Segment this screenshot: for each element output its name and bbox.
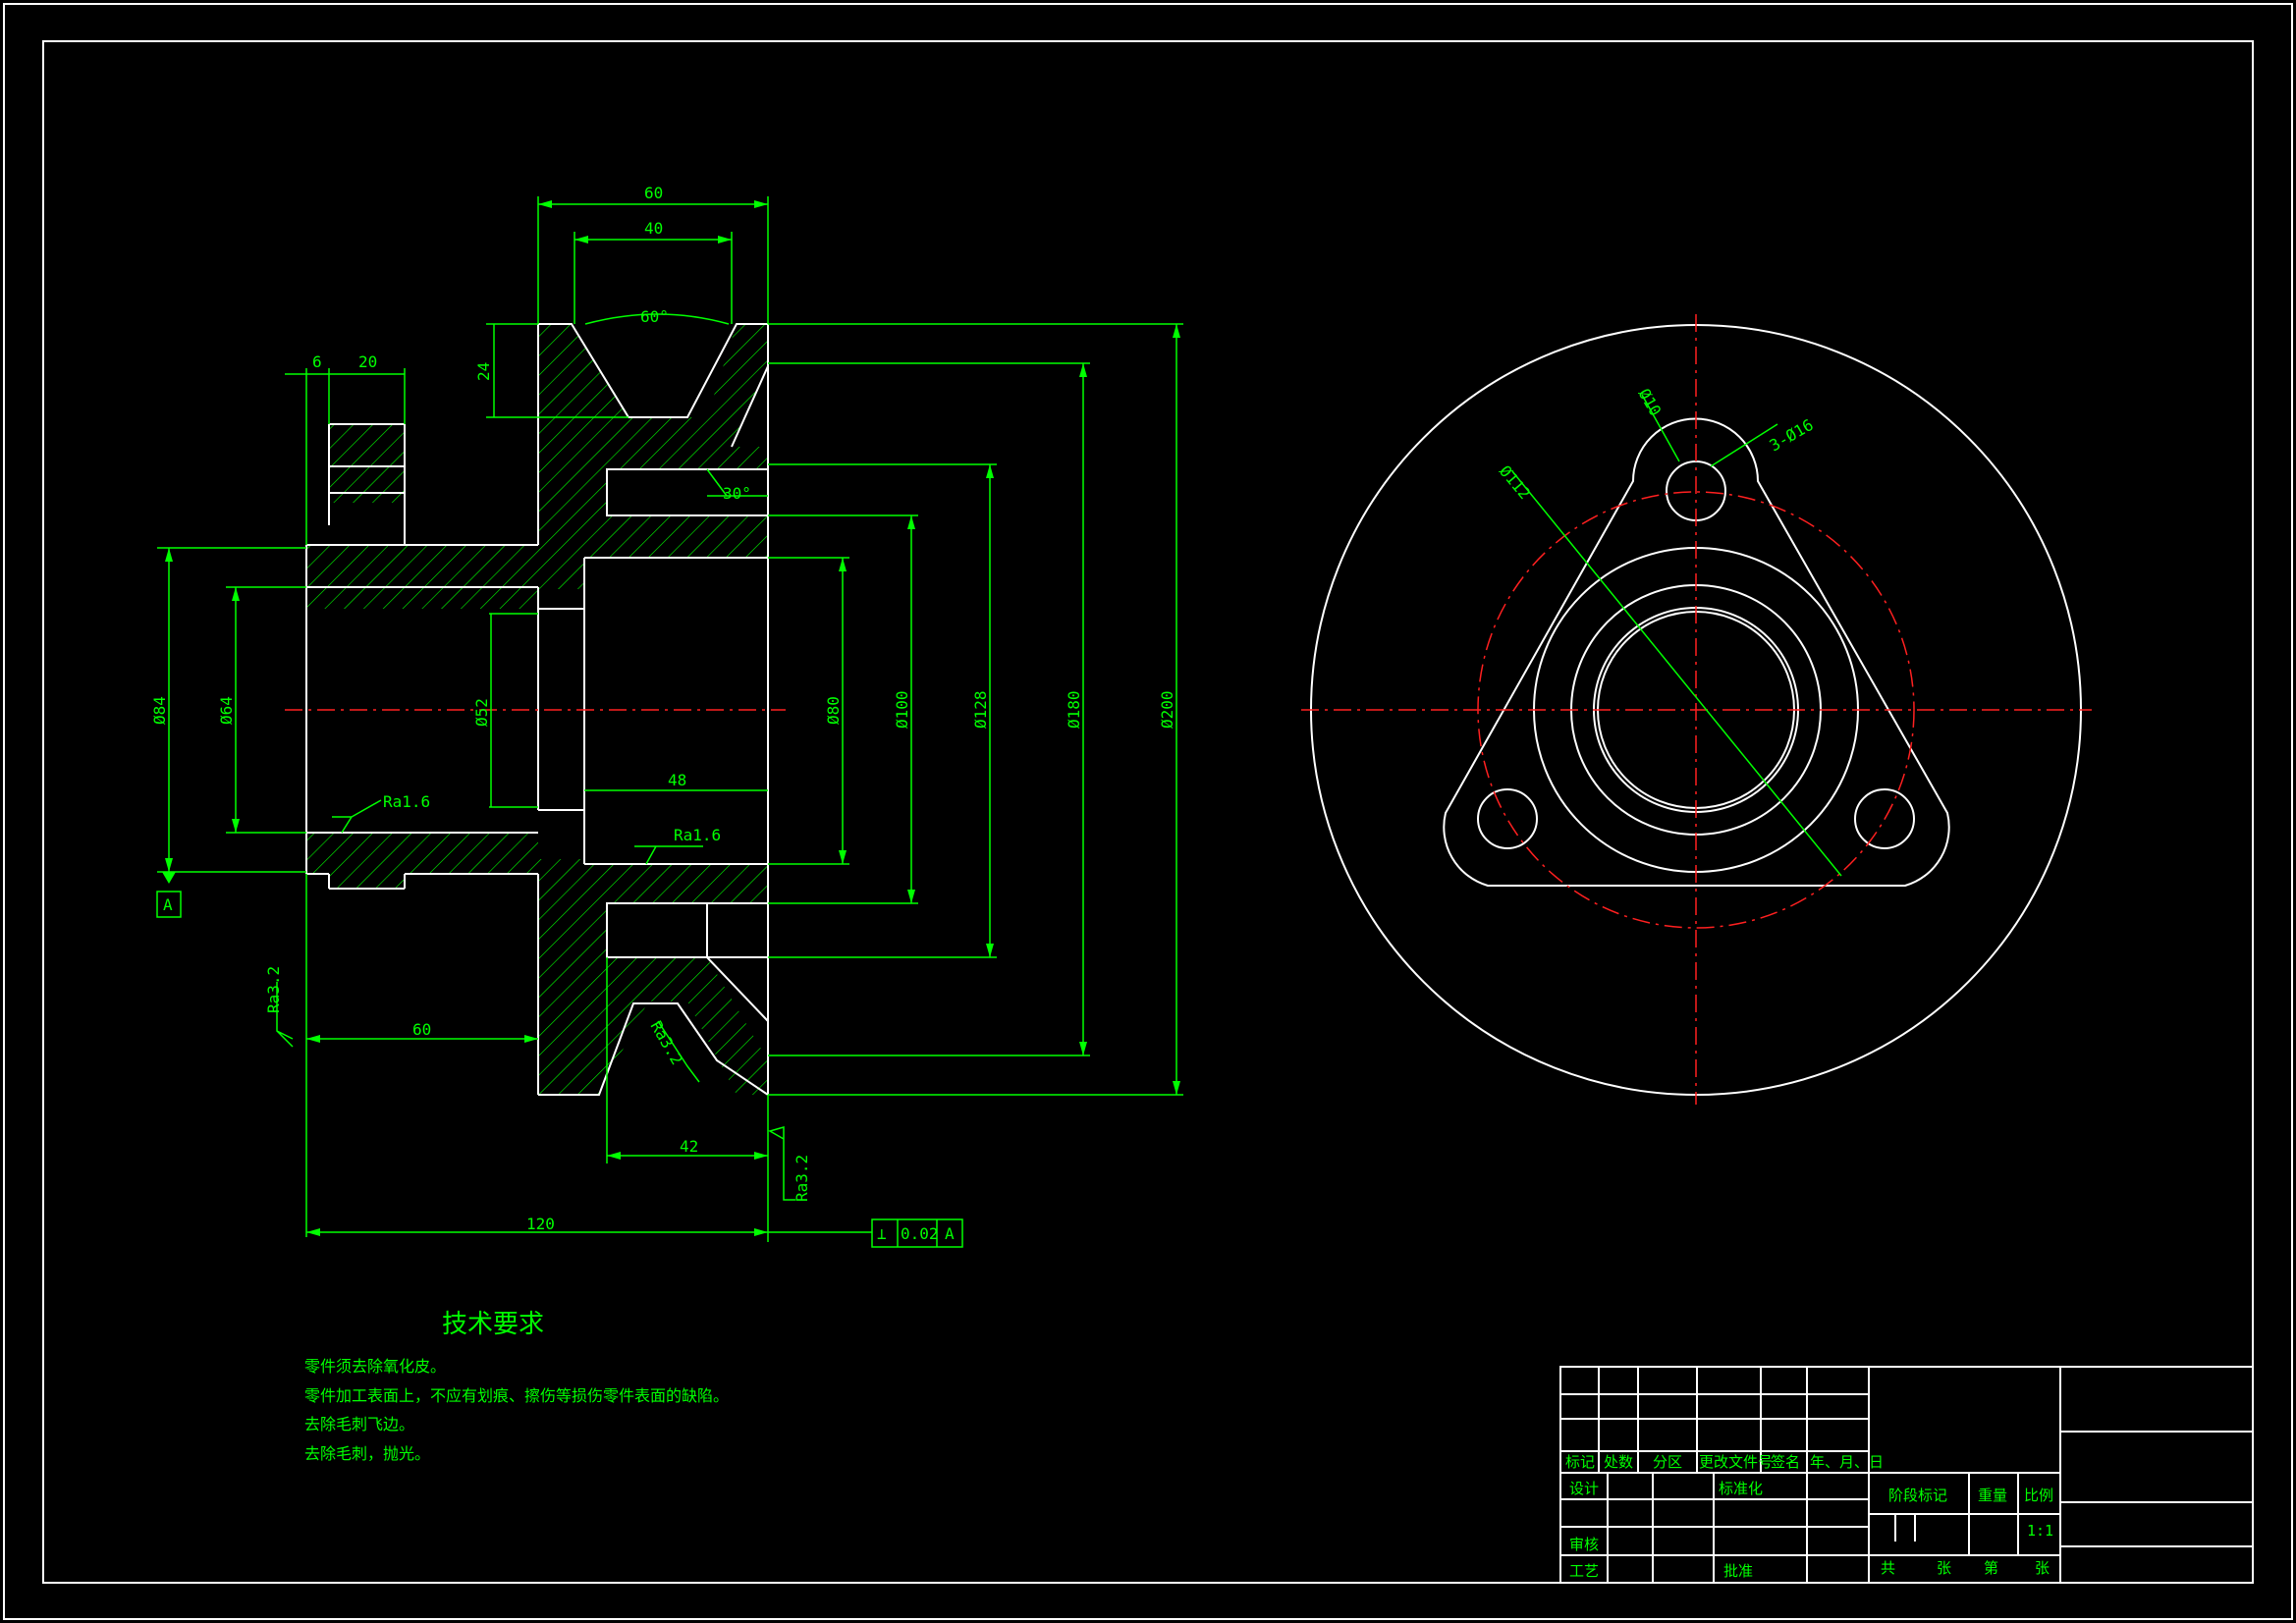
tb-weight: 重量 xyxy=(1978,1487,2007,1504)
dim-phi10: Ø10 xyxy=(1635,386,1666,420)
dimension-arrows xyxy=(162,200,1180,1236)
dim-phi200: Ø200 xyxy=(1158,690,1176,729)
dim-42: 42 xyxy=(680,1137,698,1156)
tech-line-3: 去除毛刺飞边。 xyxy=(304,1415,414,1434)
datum-box xyxy=(156,891,182,918)
tb-scale-value: 1:1 xyxy=(2027,1522,2053,1540)
dim-40: 40 xyxy=(644,219,663,238)
tb-signature: 签名 xyxy=(1771,1453,1800,1471)
title-block: 标记 处数 分区 更改文件号 签名 年、月、日 设计 标准化 审核 工艺 批准 … xyxy=(1559,1366,2254,1584)
dim-6: 6 xyxy=(312,352,322,371)
dim-24: 24 xyxy=(474,362,493,381)
dim-3-holes: 3-Ø16 xyxy=(1767,415,1817,456)
part-outline xyxy=(305,323,769,1096)
outer-border xyxy=(3,3,2293,1620)
tb-count: 处数 xyxy=(1604,1453,1633,1471)
inner-frame xyxy=(42,40,2254,1584)
dim-phi100: Ø100 xyxy=(893,690,911,729)
bolt-hole-right xyxy=(1854,788,1915,849)
dim-48: 48 xyxy=(668,771,686,789)
dim-angle-30: 30° xyxy=(723,484,751,503)
dim-120: 120 xyxy=(526,1215,555,1233)
dim-phi84: Ø84 xyxy=(150,696,169,725)
flange-triangle xyxy=(1443,417,1950,887)
tb-review: 审核 xyxy=(1569,1536,1599,1553)
tb-approve: 批准 xyxy=(1723,1562,1753,1580)
bolt-hole-left xyxy=(1477,788,1538,849)
section-hatching xyxy=(306,324,768,1095)
dim-phi80: Ø80 xyxy=(824,696,843,725)
front-leaders xyxy=(1511,394,1842,877)
tech-line-1: 零件须去除氧化皮。 xyxy=(304,1357,446,1376)
tb-sheets-2: 张 xyxy=(2035,1559,2050,1577)
dimension-lines xyxy=(157,196,1183,1242)
dim-phi180: Ø180 xyxy=(1065,690,1083,729)
tb-standardization: 标准化 xyxy=(1719,1480,1763,1497)
dim-60-bottom: 60 xyxy=(412,1020,431,1039)
roughness-ra32-right: Ra3.2 xyxy=(793,1155,811,1202)
dim-angle-60: 60° xyxy=(640,307,669,326)
tb-stage-mark: 阶段标记 xyxy=(1888,1487,1947,1504)
tb-date: 年、月、日 xyxy=(1810,1453,1884,1471)
front-view: Ø10 3-Ø16 Ø112 xyxy=(1301,314,2092,1105)
roughness-ra32-groove: Ra3.2 xyxy=(647,1018,687,1068)
tolerance-value: 0.02 xyxy=(901,1224,939,1243)
tech-title: 技术要求 xyxy=(442,1310,544,1339)
roughness-ra16-bore: Ra1.6 xyxy=(383,792,430,811)
dim-60-top: 60 xyxy=(644,184,663,202)
section-view: 60 40 60° 24 6 20 30° Ø84 Ø64 Ø52 Ø80 Ø1… xyxy=(150,184,1183,1248)
tb-nth: 第 xyxy=(1984,1559,1998,1577)
dim-phi112: Ø112 xyxy=(1496,461,1534,503)
tech-line-4: 去除毛刺，抛光。 xyxy=(304,1444,430,1463)
roughness-ra16-inner: Ra1.6 xyxy=(674,826,721,844)
tb-scale-label: 比例 xyxy=(2024,1487,2053,1504)
dim-20: 20 xyxy=(358,352,377,371)
tb-design: 设计 xyxy=(1569,1480,1599,1497)
tb-change-doc: 更改文件号 xyxy=(1699,1453,1773,1471)
tb-process: 工艺 xyxy=(1569,1562,1599,1580)
roughness-symbols xyxy=(276,799,795,1201)
tolerance-datum: A xyxy=(945,1224,955,1243)
tb-sheets-1: 张 xyxy=(1937,1559,1951,1577)
tb-mark: 标记 xyxy=(1565,1453,1595,1471)
dim-phi128: Ø128 xyxy=(971,690,990,729)
tolerance-symbol: ⊥ xyxy=(877,1224,887,1243)
tolerance-frame xyxy=(871,1218,963,1248)
roughness-ra32-left: Ra3.2 xyxy=(264,966,283,1013)
dim-phi52: Ø52 xyxy=(472,698,491,727)
tb-zone: 分区 xyxy=(1653,1453,1682,1471)
tech-requirements: 技术要求 零件须去除氧化皮。 零件加工表面上，不应有划痕、擦伤等损伤零件表面的缺… xyxy=(304,1310,729,1463)
tb-total: 共 xyxy=(1881,1559,1895,1577)
tech-line-2: 零件加工表面上，不应有划痕、擦伤等损伤零件表面的缺陷。 xyxy=(304,1386,729,1405)
dim-phi64: Ø64 xyxy=(217,696,236,725)
datum-label: A xyxy=(163,895,173,914)
